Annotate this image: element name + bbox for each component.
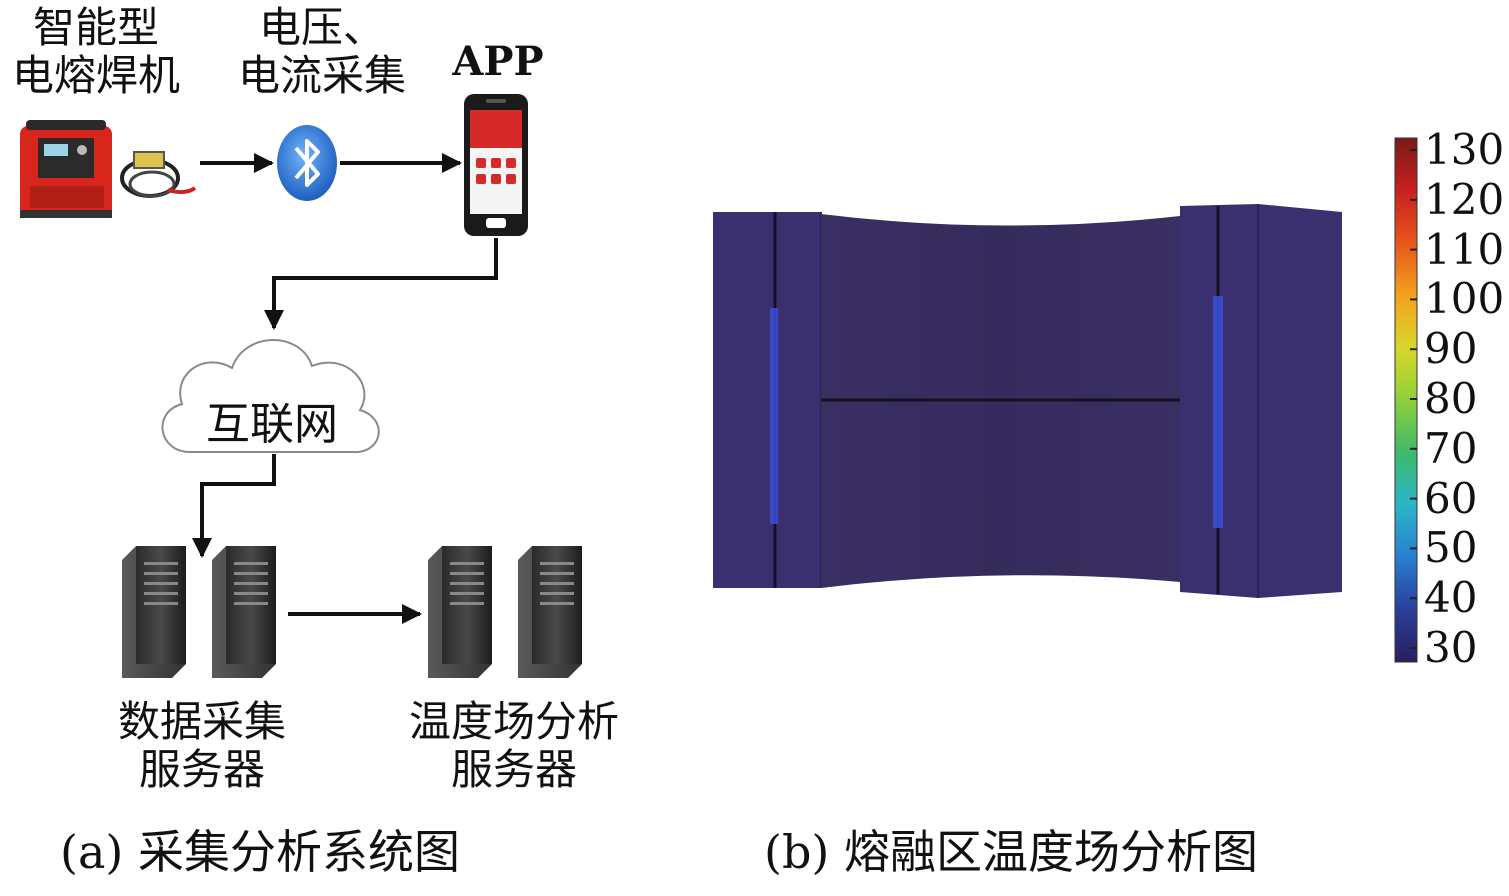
bluetooth-icon xyxy=(277,125,337,201)
welder-label-line1: 智能型 xyxy=(32,3,159,52)
welding-machine-icon xyxy=(20,120,112,218)
internet-label: 互联网 xyxy=(206,399,338,450)
caption-a: (a) 采集分析系统图 xyxy=(60,825,460,879)
collect-server-label: 数据采集 服务器 xyxy=(92,698,312,794)
colorbar-tickmarks xyxy=(1410,149,1417,649)
hot-band-right xyxy=(1213,296,1223,528)
server-icon xyxy=(122,546,582,678)
arrow-internet-to-collect-server xyxy=(192,454,276,558)
analysis-server-label-line2: 服务器 xyxy=(450,745,577,794)
analysis-server-label-line1: 温度场分析 xyxy=(408,697,619,746)
colorbar-tick-label: 110 xyxy=(1424,224,1505,274)
collect-server-label-line2: 服务器 xyxy=(138,745,265,794)
colorbar-tick-label: 80 xyxy=(1424,374,1478,423)
colorbar-tick-label: 60 xyxy=(1424,473,1478,523)
hot-band-left xyxy=(770,308,778,524)
arrow-app-to-internet xyxy=(264,238,498,330)
cloud-icon xyxy=(161,339,380,454)
welder-label-line2: 电熔焊机 xyxy=(11,51,180,100)
sensor-label: 电压、 电流采集 xyxy=(222,4,422,100)
sensor-label-line2: 电流采集 xyxy=(237,51,406,100)
caption-b: (b) 熔融区温度场分析图 xyxy=(764,825,1258,879)
welder-label: 智能型 电熔焊机 xyxy=(0,4,192,100)
colorbar-tick-label: 100 xyxy=(1424,274,1505,324)
colorbar-tick-label: 30 xyxy=(1424,623,1478,672)
colorbar-tick-label: 50 xyxy=(1424,523,1478,573)
colorbar-tick-label: 120 xyxy=(1424,174,1505,224)
colorbar-tick-label: 90 xyxy=(1424,324,1478,374)
colorbar-tick-label: 40 xyxy=(1424,573,1478,623)
analysis-server-label: 温度场分析 服务器 xyxy=(384,698,644,794)
app-label: APP xyxy=(452,38,544,85)
collect-server-label-line1: 数据采集 xyxy=(117,697,286,746)
fusion-zone-model xyxy=(713,204,1342,598)
cable-icon xyxy=(120,151,197,198)
colorbar-tick-label: 70 xyxy=(1424,423,1478,473)
sensor-label-line1: 电压、 xyxy=(258,3,385,52)
smartphone-icon xyxy=(464,94,528,236)
colorbar-tick-label: 130 xyxy=(1424,125,1505,174)
